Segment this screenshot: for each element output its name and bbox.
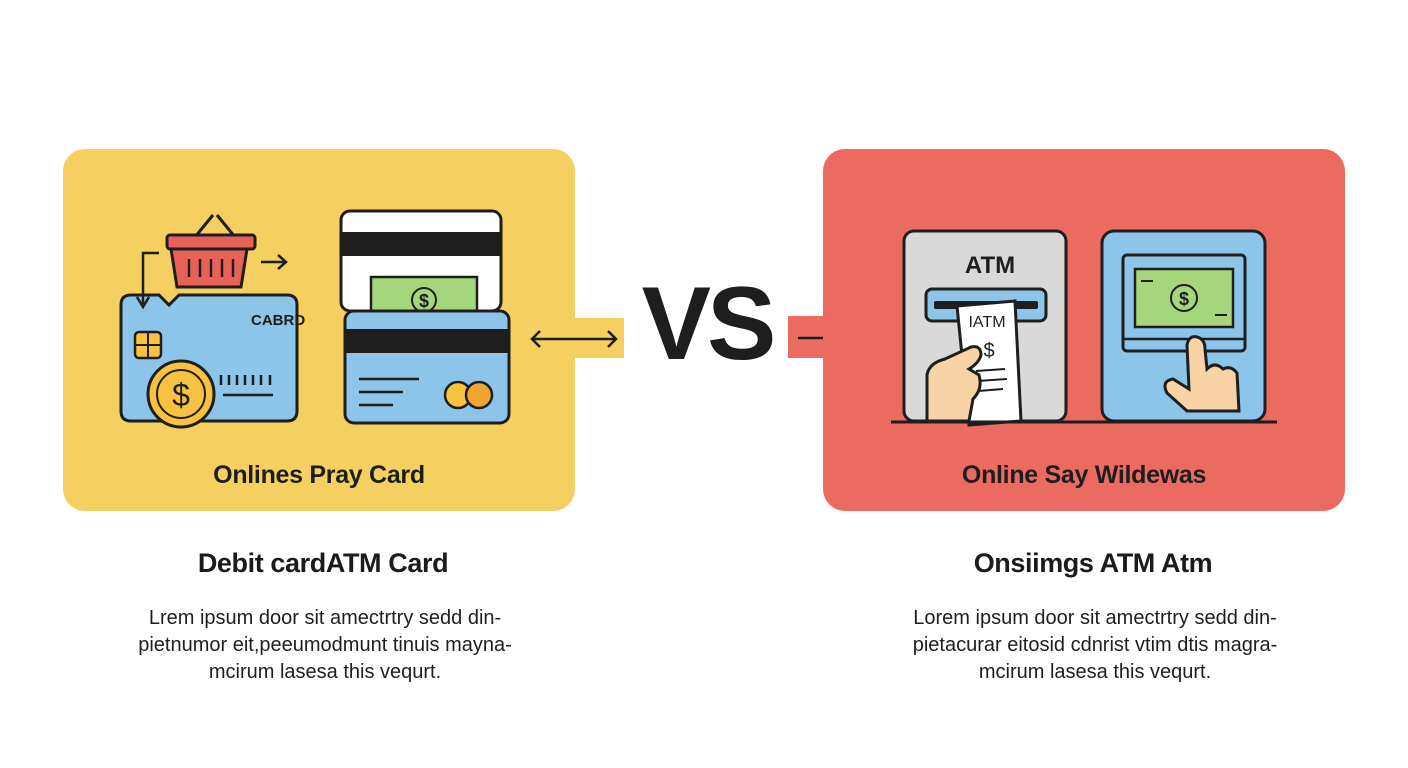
left-panel-title: Onlines Pray Card: [213, 461, 425, 489]
receipt-label: IATM: [968, 314, 1005, 331]
left-double-arrow-connector: [520, 318, 624, 358]
right-illustration: ATM IATM $ $: [891, 229, 1277, 427]
left-description: Lrem ipsum door sit amectrtry sedd din- …: [80, 605, 570, 686]
right-description: Lorem ipsum door sit amectrtry sedd din-…: [850, 605, 1340, 686]
left-panel: CABRD $: [63, 149, 575, 511]
left-description-line: Lrem ipsum door sit amectrtry sedd din-: [148, 607, 502, 629]
right-heading: Onsiimgs ATM Atm: [973, 548, 1213, 578]
credit-card-icon: [343, 309, 511, 425]
right-panel-title: Online Say Wildewas: [961, 461, 1207, 489]
left-illustration: CABRD $: [119, 209, 511, 429]
left-description-line: mcirum lasesa this vequrt.: [208, 661, 442, 683]
right-description-line: Lorem ipsum door sit amectrtry sedd din-: [913, 607, 1277, 629]
hand-icon: [925, 345, 983, 423]
right-panel: ATM IATM $ $ Online Sa: [823, 149, 1345, 511]
right-description-line: pietacurar eitosid cdnrist vtim dtis mag…: [912, 634, 1278, 656]
coin-icon: $: [146, 359, 216, 429]
coin-symbol: $: [172, 377, 190, 413]
right-description-line: mcirum lasesa this vequrt.: [978, 661, 1212, 683]
screen-cash-symbol: $: [1179, 289, 1189, 309]
pointing-hand-icon: [1163, 335, 1241, 413]
cash-wallet-icon: $: [339, 209, 503, 319]
left-description-line: pietnumor eit,peeumodmunt tinuis mayna-: [138, 634, 512, 656]
card-label: CABRD: [251, 312, 305, 329]
receipt-symbol: $: [983, 340, 994, 362]
vs-label: VS: [641, 266, 777, 382]
shopping-basket-icon: [135, 214, 288, 310]
atm-label: ATM: [965, 252, 1015, 279]
cash-symbol: $: [419, 291, 429, 311]
left-heading: Debit cardATM Card: [197, 548, 449, 578]
